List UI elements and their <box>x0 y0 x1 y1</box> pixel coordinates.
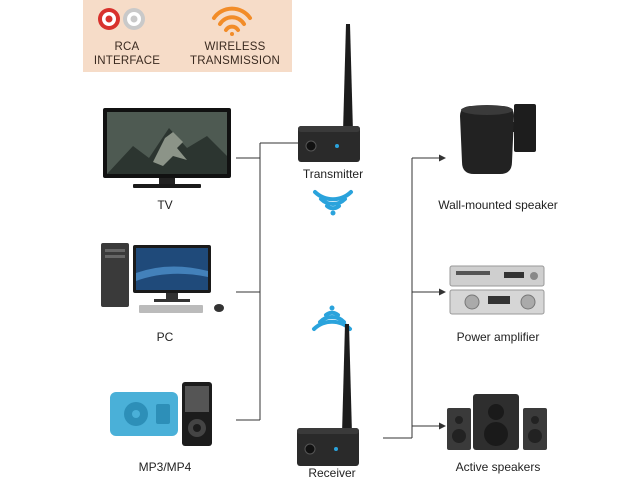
wall-speaker-label: Wall-mounted speaker <box>438 198 558 212</box>
receiver-label: Receiver <box>308 466 356 480</box>
pc-image <box>101 243 224 313</box>
wireless-icon <box>212 6 252 36</box>
active-speakers-label: Active speakers <box>455 460 541 474</box>
rca-interface-label: RCA INTERFACE <box>93 41 161 67</box>
mp3-mp4-label: MP3/MP4 <box>138 460 192 474</box>
pc-label: PC <box>156 330 174 344</box>
feature-banner: RCA INTERFACE WIRELESS TRANSMISSION <box>83 0 292 72</box>
transmit-signal-icon <box>313 190 353 216</box>
active-speakers-image <box>447 394 547 450</box>
tv-label: TV <box>157 198 173 212</box>
wireless-transmission-label: WIRELESS TRANSMISSION <box>190 41 280 67</box>
tv-image <box>103 108 231 188</box>
power-amplifier-label: Power amplifier <box>456 330 540 344</box>
power-amplifier-image <box>449 265 545 315</box>
rca-connector-icon <box>98 8 145 30</box>
transmitter-label: Transmitter <box>302 167 364 181</box>
wall-speaker-image <box>460 104 536 174</box>
transmitter-image <box>298 24 360 162</box>
receiver-image <box>297 324 359 466</box>
mp3-player-image <box>110 382 212 446</box>
